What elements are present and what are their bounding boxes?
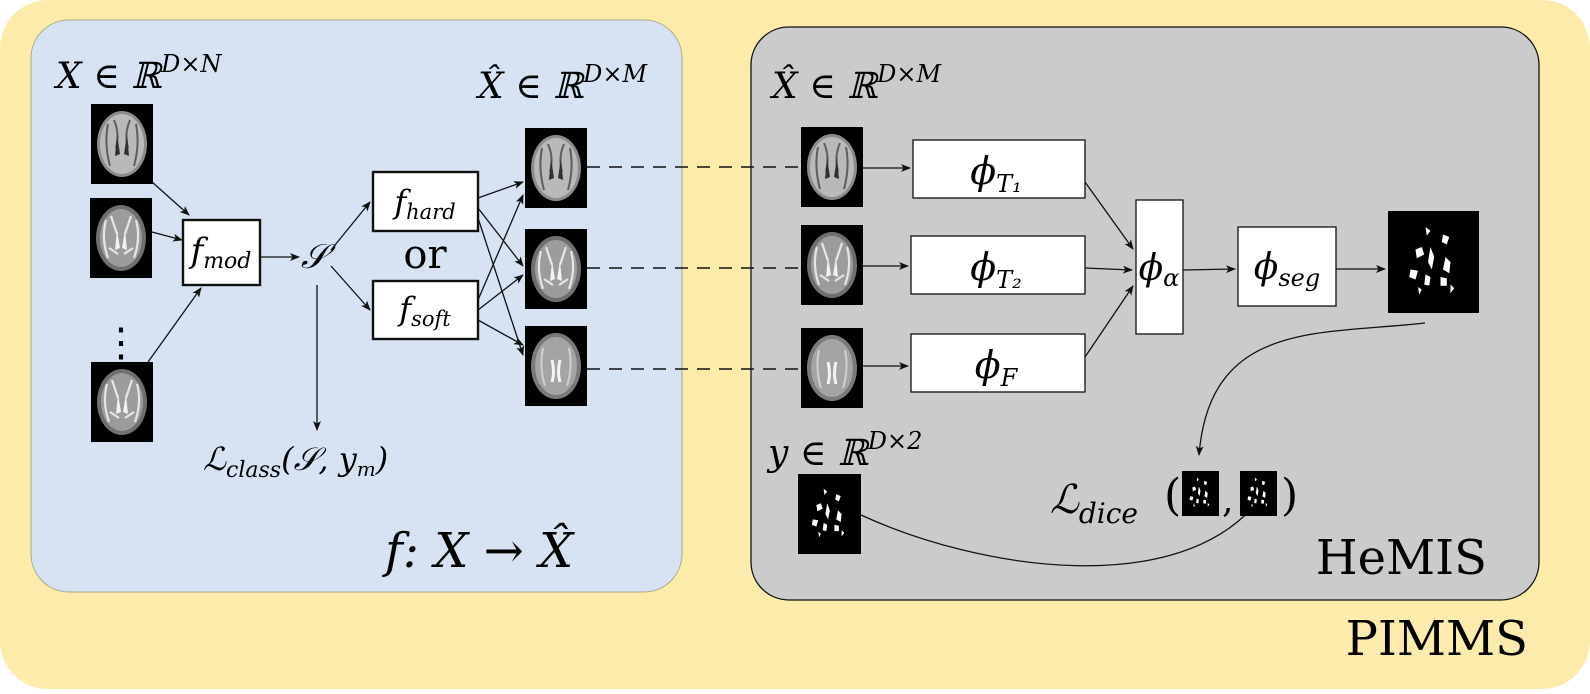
f-mod-box [181, 218, 262, 287]
modality-mapping-panel [30, 19, 683, 593]
phi-t2-box [910, 235, 1086, 295]
dice-pred-thumbnail [1182, 471, 1219, 516]
hemis-title: HeMIS [1316, 530, 1487, 586]
f-hard-box [371, 170, 480, 233]
arrow-input1-fmod [151, 181, 190, 216]
input-mri-t2-image [88, 196, 154, 280]
arrow-phif-alpha [1084, 285, 1134, 358]
phi-alpha-box [1135, 199, 1184, 335]
arrow-seg-dice [1195, 322, 1426, 456]
ground-truth-image [798, 474, 861, 554]
arrow-phit1-alpha [1084, 181, 1134, 250]
arrow-fsoft-out3 [477, 319, 524, 346]
xhat-left-label: X̂ ∈ ℝD×M [475, 60, 648, 107]
dice-gt-thumbnail [1240, 471, 1277, 516]
xhat-right-label: X̂ ∈ ℝD×M [769, 60, 942, 107]
phi-f-box [910, 333, 1086, 393]
ellipsis-dots: ⋮ [101, 320, 141, 366]
phi-t2-label: ϕT₂ [970, 245, 1022, 294]
loss-dice-label: ℒdice [1050, 477, 1138, 530]
dice-open-paren: ( [1164, 470, 1181, 521]
dice-comma: , [1222, 480, 1233, 521]
pimms-title: PIMMS [1346, 611, 1528, 667]
segmentation-output-image [1388, 211, 1479, 313]
output-mri-t1-image [524, 127, 588, 209]
arrow-s-fhard [330, 201, 371, 251]
loss-class-label: ℒclass(𝒮, ym) [203, 440, 388, 483]
arrow-gt-dice [860, 499, 1260, 567]
f-hard-label: fhard [392, 183, 455, 224]
input-mri-n-image [89, 360, 155, 444]
arrow-alpha-seg [1182, 265, 1236, 274]
hemis-mri-flair-image [799, 326, 865, 410]
phi-alpha-label: ϕα [1139, 248, 1180, 292]
dice-close-paren: ) [1281, 470, 1298, 521]
arrow-input2-fmod [151, 231, 183, 242]
arrow-inputn-fmod [147, 287, 202, 363]
arrow-fsoft-out1 [477, 194, 524, 301]
output-mri-flair-image [523, 324, 589, 408]
phi-t1-label: ϕT₁ [970, 149, 1022, 198]
arrow-fhard-out1 [477, 181, 524, 199]
hemis-mri-t1-image [800, 126, 864, 208]
or-label: or [403, 232, 447, 278]
output-mri-t2-image [523, 227, 589, 311]
arrow-fhard-out2 [477, 207, 524, 267]
arrow-fsoft-out2 [477, 274, 524, 311]
phi-t1-box [912, 139, 1086, 199]
arrow-fhard-out3 [477, 217, 524, 356]
y-target-label: y ∈ ℝD×2 [766, 427, 922, 474]
phi-seg-box [1237, 226, 1337, 307]
phi-seg-label: ϕseg [1254, 247, 1320, 292]
arrow-phit2-alpha [1084, 265, 1133, 274]
hemis-mri-t2-image [799, 223, 865, 307]
phi-f-label: ϕF [975, 343, 1019, 392]
input-x-label: X ∈ ℝD×N [53, 50, 222, 97]
input-mri-t1-image [90, 103, 154, 185]
mapping-label: f: X → X̂ [382, 521, 575, 579]
arrow-s-fsoft [330, 265, 371, 311]
